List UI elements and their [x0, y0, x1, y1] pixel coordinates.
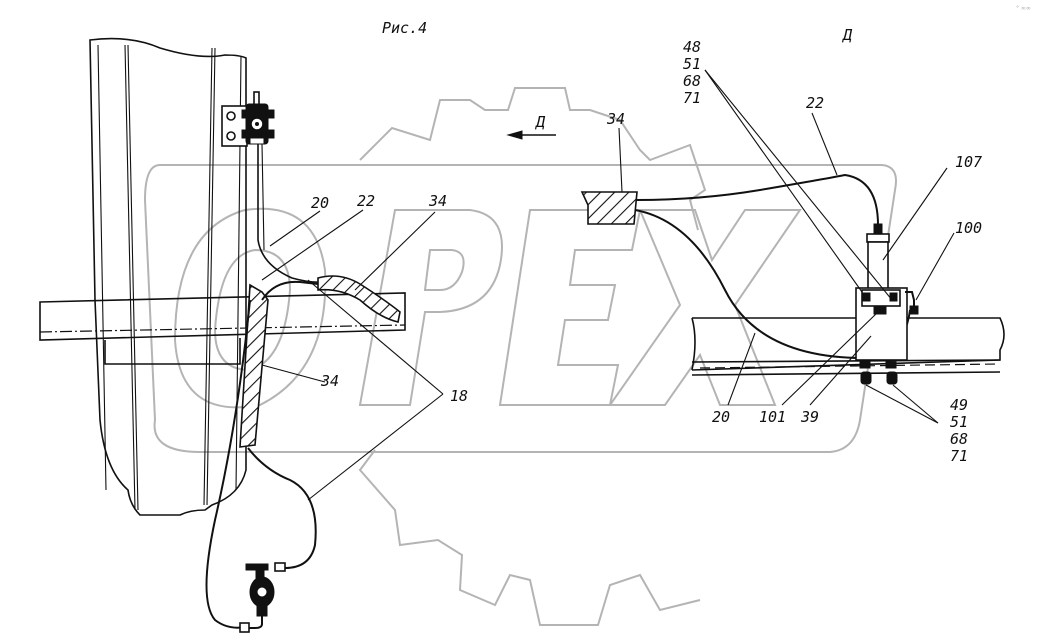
- fastener-bottom-3: 71: [950, 447, 968, 465]
- wheel-assembly: [89, 37, 247, 516]
- fastener-top-3: 71: [683, 89, 701, 107]
- watermark-letter-p: [358, 209, 503, 406]
- callout-hose-22-left: 22: [357, 192, 375, 210]
- tire-outline: [89, 37, 247, 516]
- watermark-gear-outline: [358, 87, 707, 626]
- left-leader-lines: [261, 209, 444, 501]
- callout-hose-20-right: 20: [712, 408, 730, 426]
- bracket-39: [855, 287, 919, 385]
- protective-sleeve-vertical: [239, 283, 269, 448]
- fastener-bottom-1: 51: [950, 413, 968, 431]
- hose-22-left: [261, 280, 319, 301]
- watermark-letter-x: [608, 209, 802, 406]
- right-leader-lines: [618, 69, 955, 424]
- callout-sensor-107: 107: [955, 153, 982, 171]
- protective-block-34: [580, 191, 638, 225]
- fastener-top-0: 48: [683, 38, 701, 56]
- direction-arrow: Д: [506, 113, 556, 140]
- callout-fitting-100: 100: [955, 219, 982, 237]
- hose-22-right: [636, 173, 879, 226]
- fastener-bottom-2: 68: [950, 430, 968, 448]
- arrow-head-icon: [506, 130, 523, 140]
- figure-title: Рис.4: [382, 19, 427, 37]
- callout-sleeve-34-side: 34: [320, 372, 339, 390]
- callout-clamp-18: 18: [450, 387, 468, 405]
- protective-sleeve-curved: [317, 275, 401, 323]
- adapter-101: [873, 305, 887, 315]
- callout-hose-22-right: 22: [806, 94, 824, 112]
- hose-20-left: [257, 144, 323, 283]
- corner-mark: ° ∞∞: [1016, 5, 1031, 12]
- fitting-100: [905, 291, 915, 310]
- callout-hose-20-left: 20: [311, 194, 329, 212]
- callout-adapter-101: 101: [759, 408, 786, 426]
- fastener-group-top: 48 51 68 71: [683, 38, 701, 107]
- watermark-letter-e: [498, 209, 642, 406]
- hose-18-lower: [247, 447, 317, 569]
- wheel-valve-fitting: [221, 91, 275, 147]
- callout-block-34-right: 34: [606, 110, 625, 128]
- fastener-bottom-0: 49: [950, 396, 968, 414]
- fastener-group-bottom: 49 51 68 71: [950, 396, 968, 465]
- watermark-frame: [143, 164, 897, 453]
- axle-beam-left: [39, 292, 406, 365]
- frame-beam-right: [691, 317, 1005, 376]
- view-label: Д: [841, 26, 853, 44]
- hose-outer-loop: [205, 299, 251, 629]
- fastener-top-1: 51: [683, 55, 701, 73]
- callout-bracket-39: 39: [800, 408, 819, 426]
- fastener-top-2: 68: [683, 72, 701, 90]
- callout-sleeve-34-top: 34: [428, 192, 447, 210]
- direction-label: Д: [534, 113, 546, 131]
- lower-valve-fitting: [239, 562, 286, 633]
